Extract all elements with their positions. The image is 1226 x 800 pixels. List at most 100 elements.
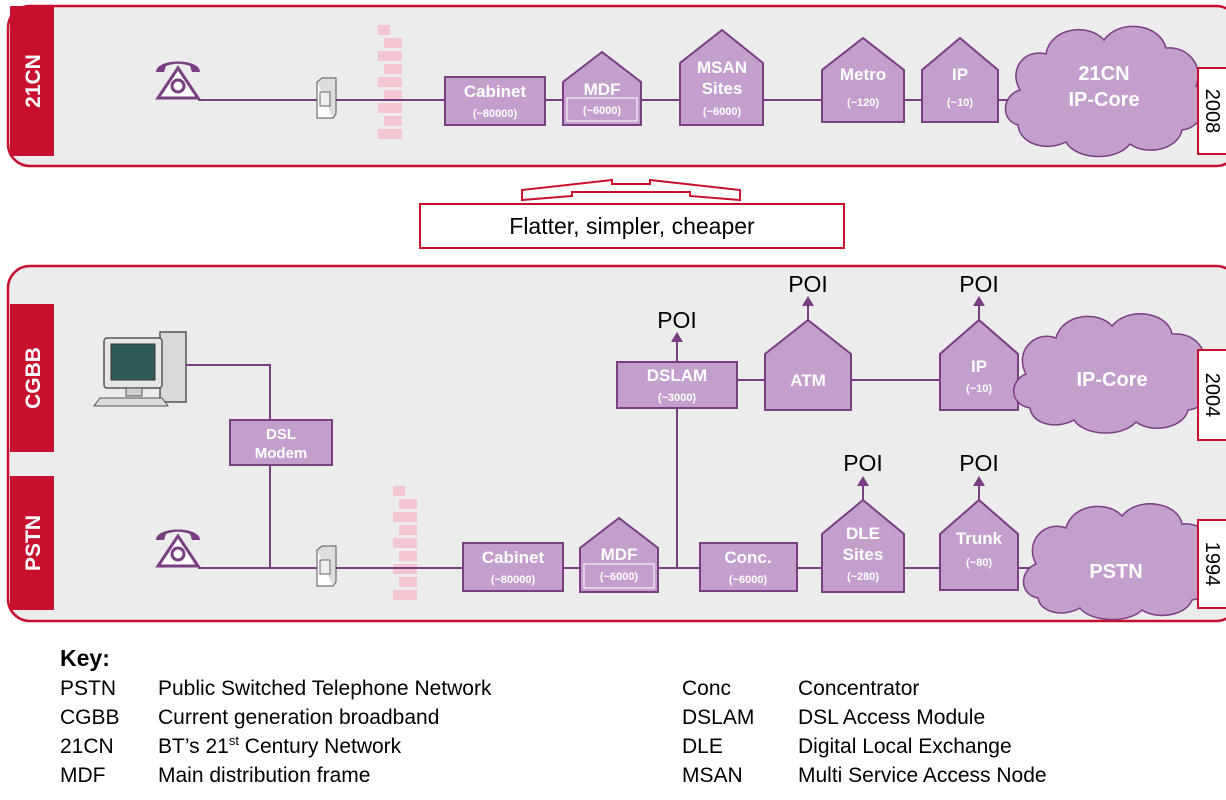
node-ip-bottom: IP (~10) bbox=[939, 318, 1019, 411]
node-count: (~280) bbox=[847, 571, 879, 583]
node-title: Trunk bbox=[956, 529, 1003, 548]
year-label-2008: 2008 bbox=[1201, 89, 1223, 134]
row-tab-pstn bbox=[10, 476, 54, 610]
node-mdf-bottom: MDF (~6000) bbox=[579, 516, 659, 593]
node-title: MDF bbox=[584, 80, 621, 99]
key-desc: Public Switched Telephone Network bbox=[158, 677, 492, 700]
key-desc: DSL Access Module bbox=[798, 706, 985, 729]
poi-dle: POI bbox=[843, 450, 883, 500]
node-count: (~10) bbox=[947, 97, 973, 109]
node-trunk: Trunk (~80) bbox=[939, 498, 1019, 591]
poi-label: POI bbox=[657, 307, 697, 333]
node-dle-sites: DLE Sites (~280) bbox=[821, 498, 905, 593]
node-count: (~3000) bbox=[658, 392, 697, 404]
node-dslam: DSLAM (~3000) bbox=[616, 361, 738, 409]
node-count: (~80) bbox=[966, 557, 992, 569]
node-atm: ATM bbox=[764, 318, 852, 411]
year-box-2004 bbox=[1197, 349, 1226, 441]
key-desc: Multi Service Access Node bbox=[798, 764, 1047, 787]
node-metro: Metro (~120) bbox=[821, 36, 905, 123]
node-count: (~6000) bbox=[703, 106, 742, 118]
key-abbr: Conc bbox=[682, 677, 731, 700]
wall-socket-icon bbox=[316, 77, 337, 119]
key-desc: Concentrator bbox=[798, 677, 919, 700]
node-count: (~6000) bbox=[583, 105, 622, 117]
poi-label: POI bbox=[959, 450, 999, 476]
node-title: MSAN bbox=[697, 58, 747, 77]
cloud-label: IP-Core bbox=[1076, 369, 1147, 391]
poi-trunk: POI bbox=[959, 450, 999, 500]
node-title: Cabinet bbox=[464, 82, 527, 101]
key-desc: Digital Local Exchange bbox=[798, 735, 1012, 758]
cloud-ip-core: IP-Core bbox=[1013, 313, 1212, 434]
year-label-1994: 1994 bbox=[1201, 542, 1223, 587]
node-cabinet-bottom: Cabinet (~80000) bbox=[462, 542, 564, 592]
node-title: DSLAM bbox=[647, 366, 707, 385]
node-count: (~6000) bbox=[729, 574, 768, 586]
key-entry: DLE Digital Local Exchange bbox=[682, 735, 1012, 758]
node-count: (~6000) bbox=[600, 571, 639, 583]
panel-cgbb-pstn bbox=[6, 264, 1226, 623]
key-desc-part: Century Network bbox=[239, 735, 402, 758]
key-abbr: 21CN bbox=[60, 735, 114, 758]
banner-text: Flatter, simpler, cheaper bbox=[509, 213, 755, 239]
node-concentrator: Conc. (~6000) bbox=[699, 542, 798, 592]
key-abbr: DLE bbox=[682, 735, 723, 758]
year-box-1994 bbox=[1197, 519, 1226, 609]
poi-label: POI bbox=[843, 450, 883, 476]
node-ip-top: IP (~10) bbox=[921, 36, 999, 123]
row-label-21cn: 21CN bbox=[22, 54, 45, 108]
key-desc-sup: st bbox=[229, 733, 240, 748]
cloud-21cn-ip-core: 21CN IP-Core bbox=[1004, 25, 1206, 158]
year-box-2008 bbox=[1197, 67, 1226, 155]
computer-icon bbox=[93, 331, 187, 407]
key-entry: MSAN Multi Service Access Node bbox=[682, 764, 1047, 787]
node-title: Cabinet bbox=[482, 548, 545, 567]
poi-label: POI bbox=[959, 271, 999, 297]
node-title: Modem bbox=[255, 445, 308, 462]
poi-dslam: POI bbox=[657, 307, 697, 362]
node-count: (~10) bbox=[966, 383, 992, 395]
row-tab-cgbb bbox=[10, 304, 54, 452]
node-title: DSL bbox=[266, 426, 296, 443]
year-label-2004: 2004 bbox=[1201, 373, 1223, 418]
key-abbr: DSLAM bbox=[682, 706, 754, 729]
row-label-cgbb: CGBB bbox=[22, 347, 45, 409]
key-desc: Current generation broadband bbox=[158, 706, 439, 729]
key-heading: Key: bbox=[60, 645, 110, 671]
key-entry: PSTN Public Switched Telephone Network bbox=[60, 677, 492, 700]
key-abbr: PSTN bbox=[60, 677, 116, 700]
key-abbr: MDF bbox=[60, 764, 106, 787]
key-entry: 21CN BT’s 21st Century Network bbox=[60, 733, 402, 758]
poi-label: POI bbox=[788, 271, 828, 297]
node-title: IP bbox=[971, 357, 987, 376]
node-title: Conc. bbox=[724, 548, 771, 567]
node-title: Metro bbox=[840, 65, 886, 84]
node-dsl-modem: DSL Modem bbox=[229, 419, 333, 466]
node-title: Sites bbox=[843, 545, 884, 564]
node-count: (~80000) bbox=[491, 574, 536, 586]
wall-socket-icon bbox=[316, 545, 337, 587]
poi-atm: POI bbox=[788, 271, 828, 320]
node-mdf-top: MDF (~6000) bbox=[562, 50, 642, 126]
key-desc-part: BT’s 21 bbox=[158, 735, 229, 758]
cloud-label: 21CN bbox=[1078, 63, 1129, 85]
flatter-banner: Flatter, simpler, cheaper bbox=[419, 178, 845, 249]
poi-ip: POI bbox=[959, 271, 999, 320]
key-abbr: MSAN bbox=[682, 764, 743, 787]
key-entry: CGBB Current generation broadband bbox=[60, 706, 439, 729]
node-title: ATM bbox=[790, 371, 826, 390]
row-tab-21cn bbox=[10, 6, 54, 156]
node-title: DLE bbox=[846, 524, 880, 543]
node-cabinet-top: Cabinet (~80000) bbox=[444, 76, 546, 126]
link bbox=[186, 364, 271, 420]
key-desc: BT’s 21st Century Network bbox=[158, 733, 402, 758]
row-label-pstn: PSTN bbox=[22, 515, 45, 571]
node-title: IP bbox=[952, 65, 968, 84]
node-count: (~80000) bbox=[473, 108, 518, 120]
key-entry: Conc Concentrator bbox=[682, 677, 919, 700]
cloud-label: IP-Core bbox=[1068, 89, 1139, 111]
key-entry: MDF Main distribution frame bbox=[60, 764, 370, 787]
key-desc: Main distribution frame bbox=[158, 764, 370, 787]
